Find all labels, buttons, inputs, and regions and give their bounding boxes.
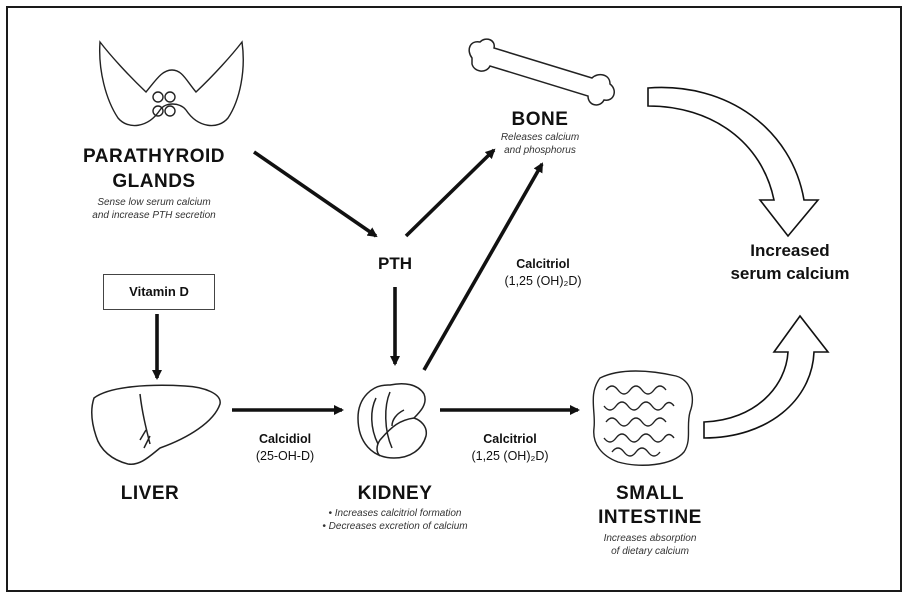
pth-label: PTH (355, 253, 435, 274)
bone-label: BONE (485, 108, 595, 132)
parathyroid-glands-illustration (100, 42, 244, 126)
vitamin-d-box: Vitamin D (103, 274, 215, 310)
parathyroid-title-line1: PARATHYROID (54, 145, 254, 169)
calcitriol-bone-formula: (1,25 (OH)₂D) (488, 274, 598, 289)
calcidiol-label: Calcidiol (240, 432, 330, 447)
calcitriol-intestine-label: Calcitriol (455, 432, 565, 447)
calcitriol-intestine-formula: (1,25 (OH)₂D) (455, 449, 565, 464)
liver-label: LIVER (90, 482, 210, 506)
bone-illustration (469, 39, 614, 105)
bone-note-line1: Releases calcium (475, 131, 605, 144)
small-intestine-note-line2: of dietary calcium (570, 545, 730, 558)
parathyroid-note-line1: Sense low serum calcium (54, 196, 254, 209)
small-intestine-illustration (593, 371, 692, 465)
result-line1: Increased (700, 240, 880, 261)
kidney-label: KIDNEY (335, 482, 455, 506)
small-intestine-note-line1: Increases absorption (570, 532, 730, 545)
calcitriol-bone-label: Calcitriol (488, 257, 598, 272)
small-intestine-label-line1: SMALL (570, 482, 730, 506)
vitamin-d-label: Vitamin D (104, 275, 214, 309)
arrow-parathyroid-to-pth (254, 152, 376, 236)
hollow-arrow-bone-to-result (648, 87, 818, 236)
kidney-illustration (358, 384, 426, 458)
kidney-note-line2: • Decreases excretion of calcium (300, 520, 490, 533)
kidney-note-line1: • Increases calcitriol formation (300, 507, 490, 520)
calcidiol-formula: (25-OH-D) (240, 449, 330, 464)
result-line2: serum calcium (700, 263, 880, 284)
arrow-pth-to-bone (406, 150, 494, 236)
small-intestine-label-line2: INTESTINE (570, 506, 730, 530)
hollow-arrow-intestine-to-result (704, 316, 828, 438)
bone-note-line2: and phosphorus (475, 144, 605, 157)
liver-illustration (92, 385, 220, 464)
parathyroid-title-line2: GLANDS (54, 170, 254, 194)
parathyroid-note-line2: and increase PTH secretion (54, 209, 254, 222)
